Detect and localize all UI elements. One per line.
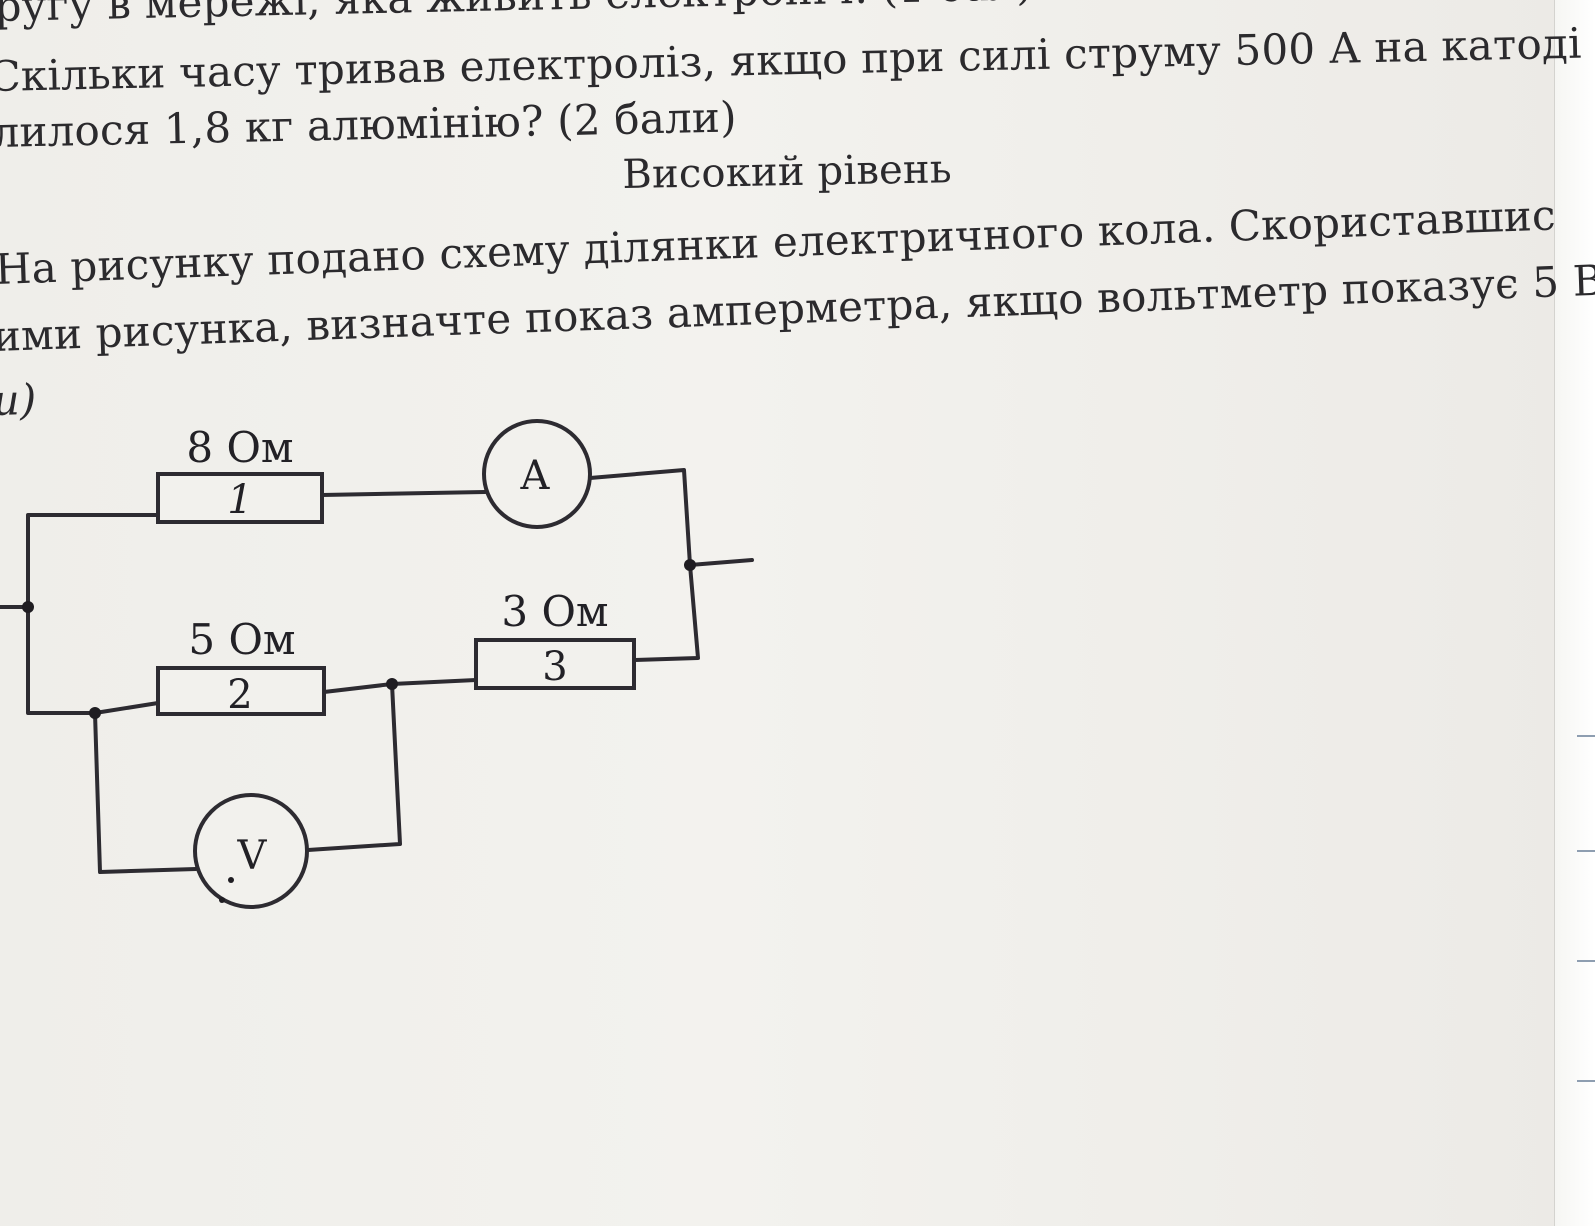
right-junction <box>684 559 696 571</box>
resistor-3-number: 3 <box>542 644 567 690</box>
resistor-1-number: 1 <box>227 477 252 523</box>
resistor-3-value: 3 Ом <box>501 587 608 636</box>
page-edge <box>1554 0 1595 1226</box>
ruled-line-mark <box>1577 735 1595 737</box>
ammeter-label: A <box>520 453 551 499</box>
ruled-line-mark <box>1577 850 1595 852</box>
voltmeter-right-junction <box>386 678 398 690</box>
resistor2-to-resistor3-wire <box>322 678 478 694</box>
ruled-line-mark <box>1577 960 1595 962</box>
voltmeter <box>193 793 309 909</box>
voltmeter-label: V <box>237 833 268 879</box>
left-lower-wire <box>26 605 97 715</box>
resistor1-to-ammeter-wire <box>320 490 487 497</box>
output-terminal-wire <box>688 558 754 567</box>
left-junction <box>22 601 34 613</box>
left-upper-wire <box>0 513 162 609</box>
stain-dot <box>228 877 234 883</box>
resistor-2-number: 2 <box>227 672 252 718</box>
voltmeter-left-junction <box>89 707 101 719</box>
circuit-diagram: 8 Ом 1 5 Ом 2 3 Ом 3 A V <box>0 419 754 909</box>
resistor-3 <box>474 638 636 690</box>
node-to-resistor2-wire <box>93 701 160 715</box>
resistor-1-value: 8 Ом <box>186 423 293 472</box>
voltmeter-left-wire <box>93 711 198 874</box>
resistor-2 <box>156 666 326 716</box>
resistor-2-value: 5 Ом <box>188 615 295 664</box>
ammeter <box>482 419 592 529</box>
ruled-line-mark <box>1577 1080 1595 1082</box>
stain-dot <box>219 897 225 903</box>
section-heading: Високий рівень <box>622 146 953 198</box>
voltmeter-right-wire <box>306 682 402 852</box>
resistor-1 <box>156 472 324 524</box>
